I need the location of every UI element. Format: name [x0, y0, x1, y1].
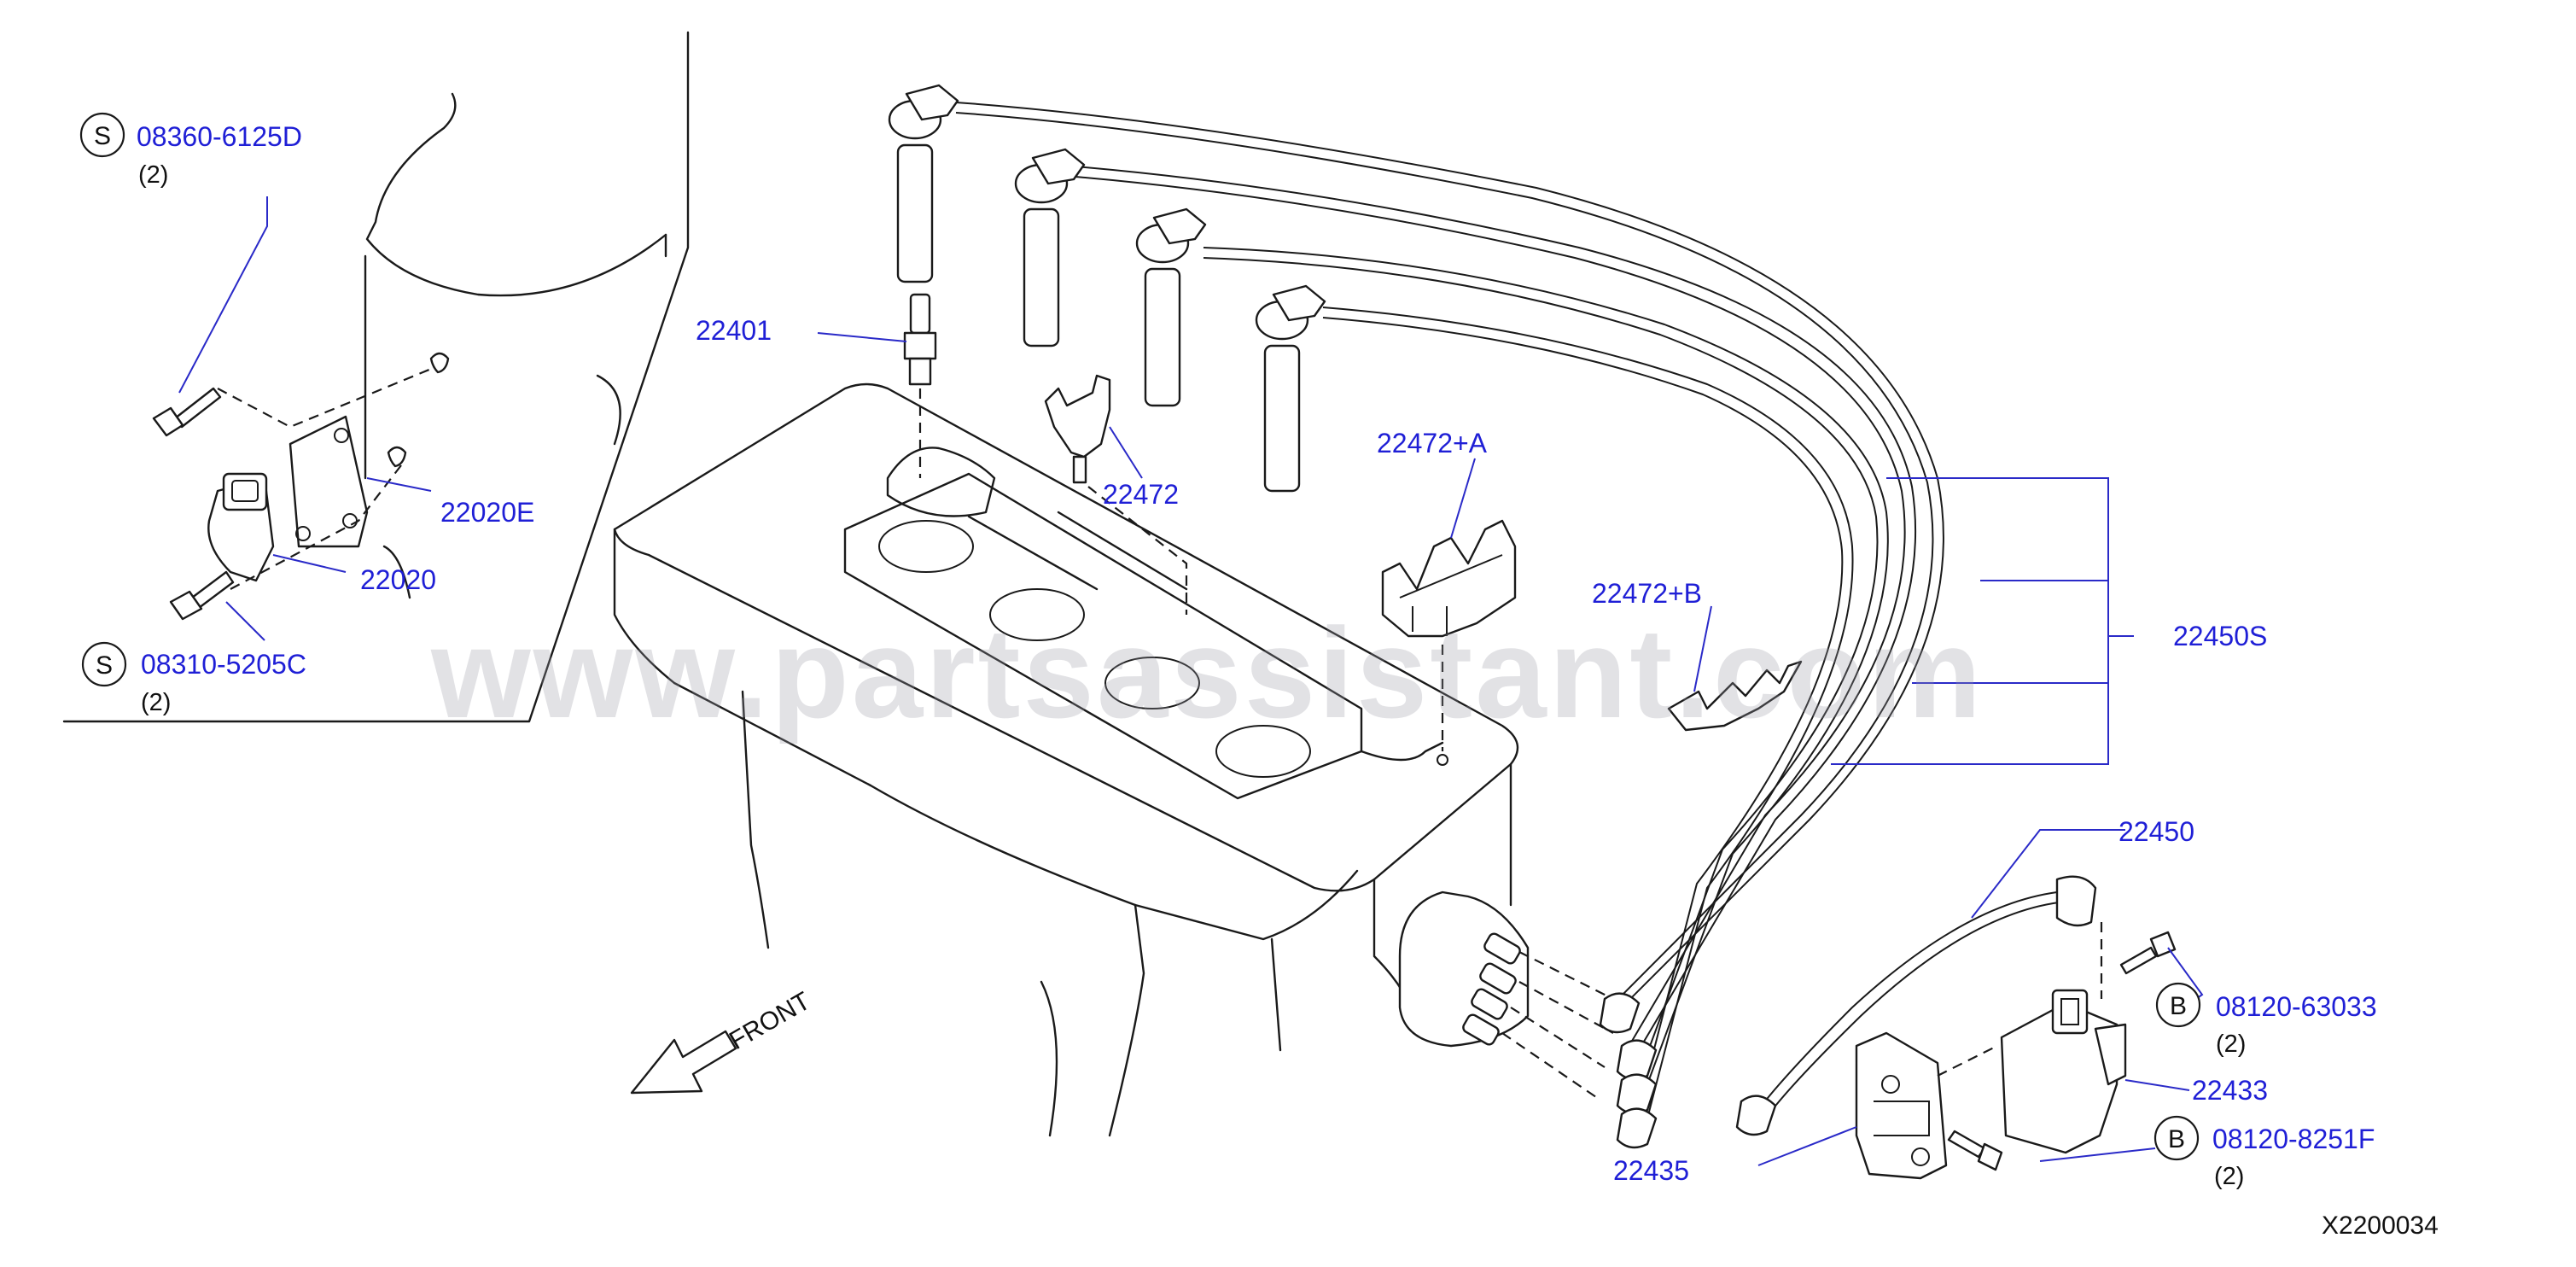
part-label-22020[interactable]: 22020: [360, 564, 436, 595]
callout-symbol: B: [2170, 992, 2187, 1020]
part-label-22472[interactable]: 22472: [1103, 479, 1179, 510]
callout-symbol: S: [96, 651, 113, 680]
ignition-coil-22433: [2000, 989, 2127, 1154]
part-label-22435[interactable]: 22435: [1613, 1155, 1689, 1186]
inset-detail: [62, 31, 690, 723]
bolt-08120-8251F: [1947, 1130, 2003, 1171]
b-circle-icon: [2153, 1115, 2200, 1161]
plug-boots: [888, 84, 1326, 493]
front-label: FRONT: [725, 987, 815, 1055]
front-direction-arrow: [630, 1030, 737, 1095]
part-label-22020e[interactable]: 22020E: [440, 497, 534, 528]
clamp-22472: [1044, 374, 1188, 615]
part-number-08360[interactable]: 08360-6125D: [137, 121, 302, 152]
s-circle-icon: [79, 112, 125, 158]
b-circle-icon: [2155, 982, 2201, 1028]
clip-22472b: [1667, 660, 1803, 732]
part-label-22450s[interactable]: 22450S: [2173, 621, 2267, 651]
bolt-08120-63033: [2119, 931, 2177, 975]
coil-bracket-22435: [1855, 1031, 1998, 1180]
part-label-22472a[interactable]: 22472+A: [1377, 428, 1488, 458]
bolt-08360: [152, 387, 222, 437]
callout-08120-63033[interactable]: B 08120-63033 (2): [2155, 982, 2377, 1058]
ignition-wire-set: [955, 102, 2103, 1149]
part-label-22472b[interactable]: 22472+B: [1592, 578, 1702, 609]
engine-cylinder-head: [613, 382, 1623, 1137]
part-number-08120-8251F[interactable]: 08120-8251F: [2212, 1124, 2375, 1154]
part-label-22433[interactable]: 22433: [2192, 1075, 2268, 1106]
callout-symbol: B: [2168, 1125, 2185, 1153]
quantity-label: (2): [141, 689, 171, 716]
callout-08310[interactable]: S 08310-5205C (2): [81, 641, 306, 716]
bolt-08310: [169, 570, 235, 621]
diagram-reference-code: X2200034: [2322, 1212, 2439, 1240]
spark-plug-22401: [903, 293, 937, 478]
quantity-label: (2): [138, 161, 168, 189]
s-circle-icon: [81, 641, 127, 687]
watermark: www.partsassistant.com: [430, 601, 1984, 744]
part-number-08310[interactable]: 08310-5205C: [141, 649, 306, 680]
leader-lines: [178, 196, 2204, 1166]
part-label-22450[interactable]: 22450: [2118, 816, 2194, 847]
quantity-label: (2): [2216, 1031, 2246, 1058]
callout-08360[interactable]: S 08360-6125D (2): [79, 112, 302, 189]
clip-22472a: [1381, 519, 1517, 766]
distributor-cap: [1398, 890, 1530, 1048]
callout-symbol: S: [94, 122, 111, 150]
quantity-label: (2): [2214, 1163, 2244, 1190]
part-number-08120-63033[interactable]: 08120-63033: [2216, 991, 2377, 1022]
part-label-22401[interactable]: 22401: [696, 315, 772, 346]
callout-08120-8251F[interactable]: B 08120-8251F (2): [2153, 1115, 2375, 1190]
